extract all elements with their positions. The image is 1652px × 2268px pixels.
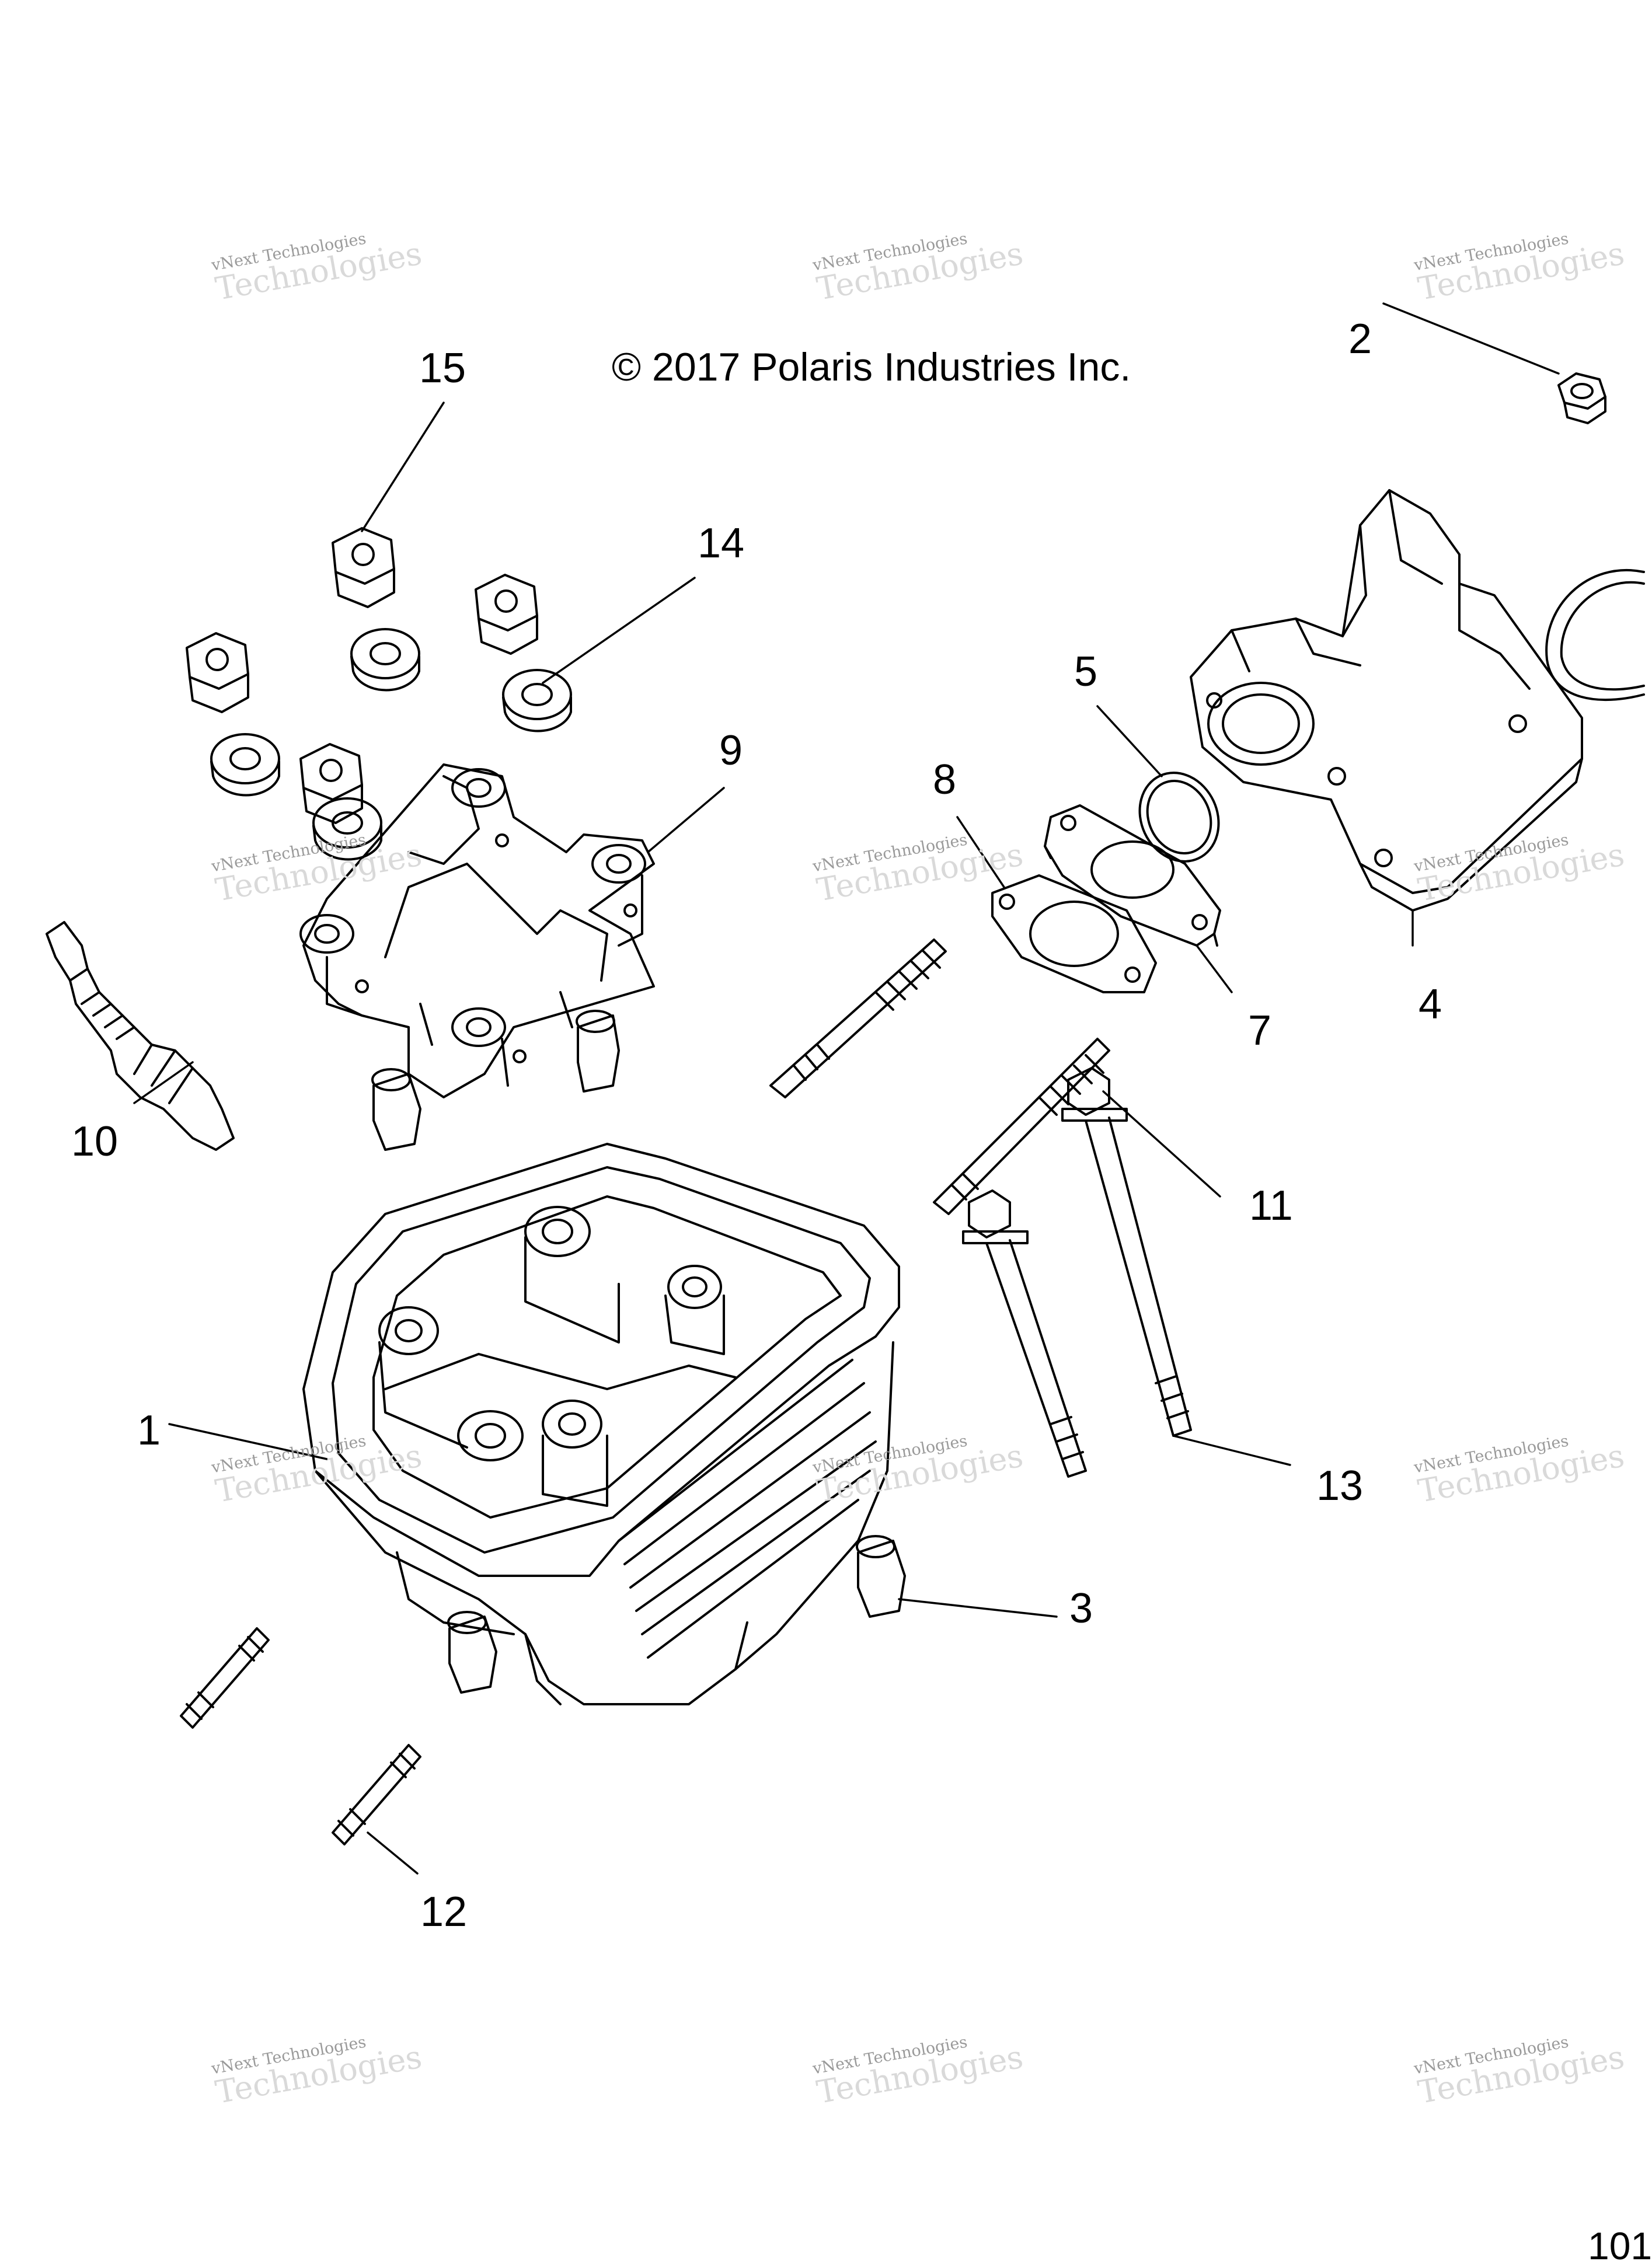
gaskets <box>991 772 1221 993</box>
callout-3: 3 <box>1069 1585 1093 1632</box>
spark-plug <box>46 921 235 1151</box>
leader-lines <box>133 302 1560 1875</box>
callout-9: 9 <box>719 727 743 774</box>
cylinder-head <box>302 1143 900 1705</box>
callout-12: 12 <box>420 1889 468 1935</box>
o-ring <box>1545 568 1645 702</box>
callout-7: 7 <box>1248 1007 1272 1054</box>
rocker-holder <box>299 763 655 1098</box>
callout-10: 10 <box>71 1118 119 1165</box>
copyright-notice: © 2017 Polaris Industries Inc. <box>612 345 1131 389</box>
dowel-pins <box>371 1010 906 1694</box>
callout-5: 5 <box>1074 648 1098 695</box>
callout-13: 13 <box>1316 1463 1364 1509</box>
intake-manifold <box>1190 489 1583 912</box>
callout-8: 8 <box>933 756 957 803</box>
callout-14: 14 <box>698 520 745 567</box>
nut-2 <box>1557 372 1606 424</box>
callout-15: 15 <box>419 345 466 392</box>
studs <box>180 938 1110 1845</box>
bolts <box>962 1067 1192 1478</box>
callout-11: 11 <box>1249 1182 1293 1229</box>
callout-4: 4 <box>1419 981 1442 1028</box>
callout-1: 1 <box>137 1407 161 1454</box>
nuts-and-washers <box>186 527 572 861</box>
callout-2: 2 <box>1348 316 1372 362</box>
page-number: 101 <box>1588 2224 1652 2267</box>
